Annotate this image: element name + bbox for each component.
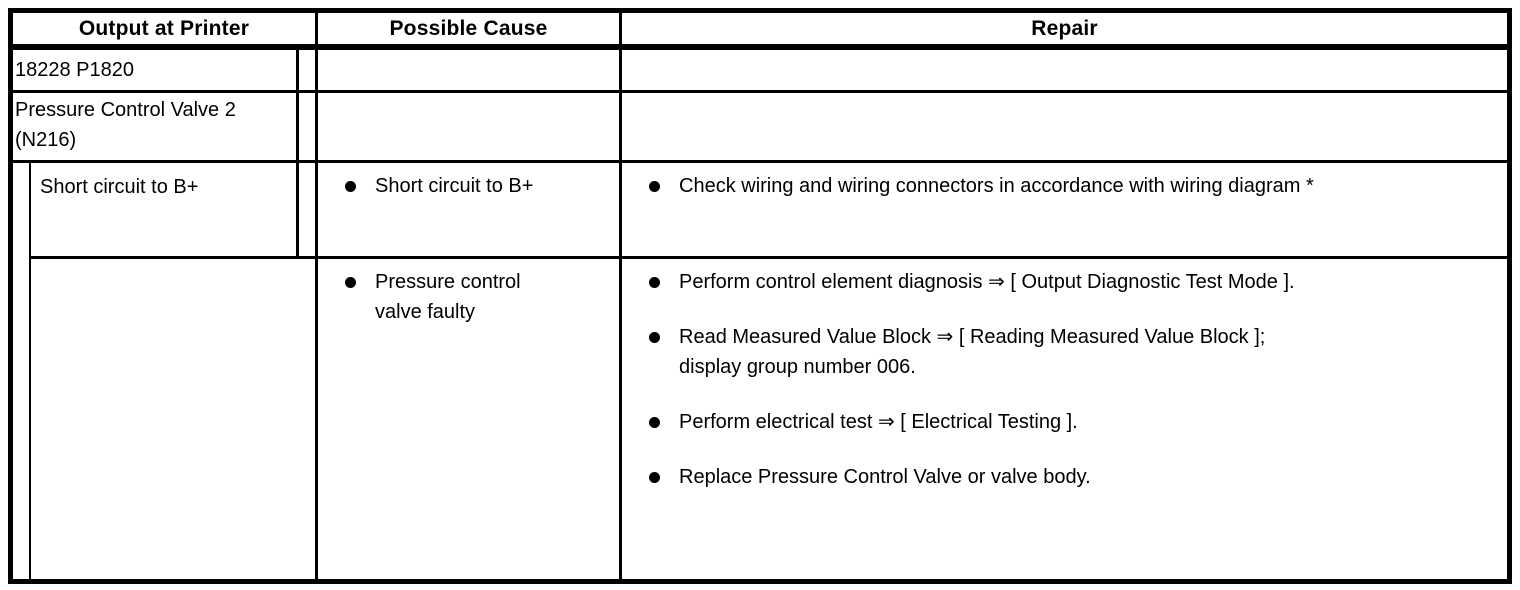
bullet-icon — [649, 417, 660, 428]
dtc-table: Output at Printer Possible Cause Repair … — [8, 8, 1512, 584]
repair-text: Perform electrical test ⇒ [ Electrical T… — [679, 411, 1078, 433]
repair-item: Check wiring and wiring connectors in ac… — [649, 171, 1497, 201]
cause-item: Pressure control valve faulty — [345, 267, 613, 327]
fault-condition-cell: Short circuit to B+ — [31, 163, 299, 259]
repair-item: Perform control element diagnosis ⇒ [ Ou… — [649, 267, 1497, 297]
bullet-icon — [345, 277, 356, 288]
dtc-component: Pressure Control Valve 2 (N216) — [15, 99, 236, 151]
repair-cell: Check wiring and wiring connectors in ac… — [622, 163, 1507, 259]
cause-text: Pressure control valve faulty — [375, 271, 521, 323]
repair-item: Perform electrical test ⇒ [ Electrical T… — [649, 407, 1497, 437]
fault-condition: Short circuit to B+ — [40, 176, 199, 198]
repair-item: Read Measured Value Block ⇒ [ Reading Me… — [649, 322, 1497, 382]
column-header-repair: Repair — [622, 13, 1507, 50]
repair-cell: Perform control element diagnosis ⇒ [ Ou… — [622, 259, 1507, 579]
cause-text: Short circuit to B+ — [375, 175, 534, 197]
bullet-icon — [649, 332, 660, 343]
empty-cell — [31, 259, 318, 579]
repair-text: Check wiring and wiring connectors in ac… — [679, 175, 1314, 197]
column-header-possible-cause: Possible Cause — [318, 13, 622, 50]
possible-cause-cell: Pressure control valve faulty — [318, 259, 622, 579]
bullet-icon — [345, 181, 356, 192]
column-header-output-at-printer: Output at Printer — [13, 13, 318, 50]
empty-cell — [622, 93, 1507, 163]
empty-cell — [299, 163, 318, 259]
repair-text: Perform control element diagnosis ⇒ [ Ou… — [679, 271, 1295, 293]
column-header-label: Output at Printer — [78, 16, 250, 40]
repair-text: Read Measured Value Block ⇒ [ Reading Me… — [679, 326, 1266, 378]
repair-text: Replace Pressure Control Valve or valve … — [679, 466, 1091, 488]
bullet-icon — [649, 181, 660, 192]
repair-item: Replace Pressure Control Valve or valve … — [649, 462, 1497, 492]
empty-cell — [299, 50, 318, 93]
dtc-component-cell: Pressure Control Valve 2 (N216) — [13, 93, 299, 163]
empty-cell — [318, 50, 622, 93]
bullet-icon — [649, 472, 660, 483]
bullet-icon — [649, 277, 660, 288]
column-header-label: Possible Cause — [389, 16, 548, 40]
column-header-label: Repair — [1031, 16, 1098, 40]
possible-cause-cell: Short circuit to B+ — [318, 163, 622, 259]
indent-cell — [13, 163, 31, 579]
empty-cell — [622, 50, 1507, 93]
dtc-code-cell: 18228 P1820 — [13, 50, 299, 93]
cause-item: Short circuit to B+ — [345, 171, 613, 201]
empty-cell — [299, 93, 318, 163]
empty-cell — [318, 93, 622, 163]
dtc-code: 18228 P1820 — [15, 59, 135, 81]
